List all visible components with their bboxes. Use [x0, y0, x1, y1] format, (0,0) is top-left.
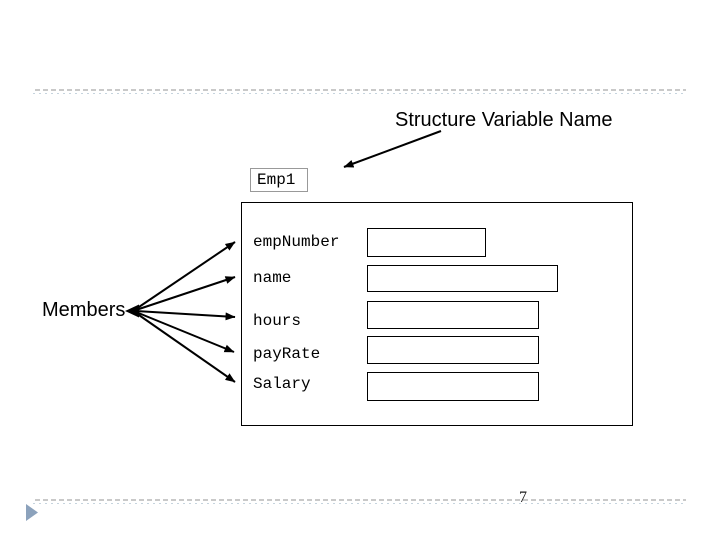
member-label-hours: hours [253, 312, 302, 330]
members-label: Members [42, 299, 126, 321]
variable-name-box: Emp1 [250, 168, 308, 192]
page-number: 7 [519, 489, 527, 506]
member-arrow-hours [135, 310, 236, 321]
member-label-empnumber: empNumber [253, 233, 340, 251]
title-arrow [343, 130, 442, 168]
member-label-salary: Salary [253, 375, 311, 393]
structure-box [241, 202, 633, 426]
member-label-name: name [253, 269, 292, 287]
member-arrow-salary [135, 312, 236, 383]
structure-variable-name-label: Structure Variable Name [395, 109, 613, 131]
member-arrow-name [135, 276, 236, 311]
play-triangle-icon [26, 504, 38, 521]
member-arrow-payrate [135, 311, 235, 353]
member-value-box-payrate [367, 336, 539, 364]
member-value-box-name [367, 265, 558, 292]
member-label-payrate: payRate [253, 345, 321, 363]
member-value-box-empnumber [367, 228, 486, 257]
member-arrow-empnumber [135, 241, 236, 310]
member-value-box-hours [367, 301, 539, 329]
members-arrow-origin-head-icon [125, 304, 139, 318]
member-value-box-salary [367, 372, 539, 401]
